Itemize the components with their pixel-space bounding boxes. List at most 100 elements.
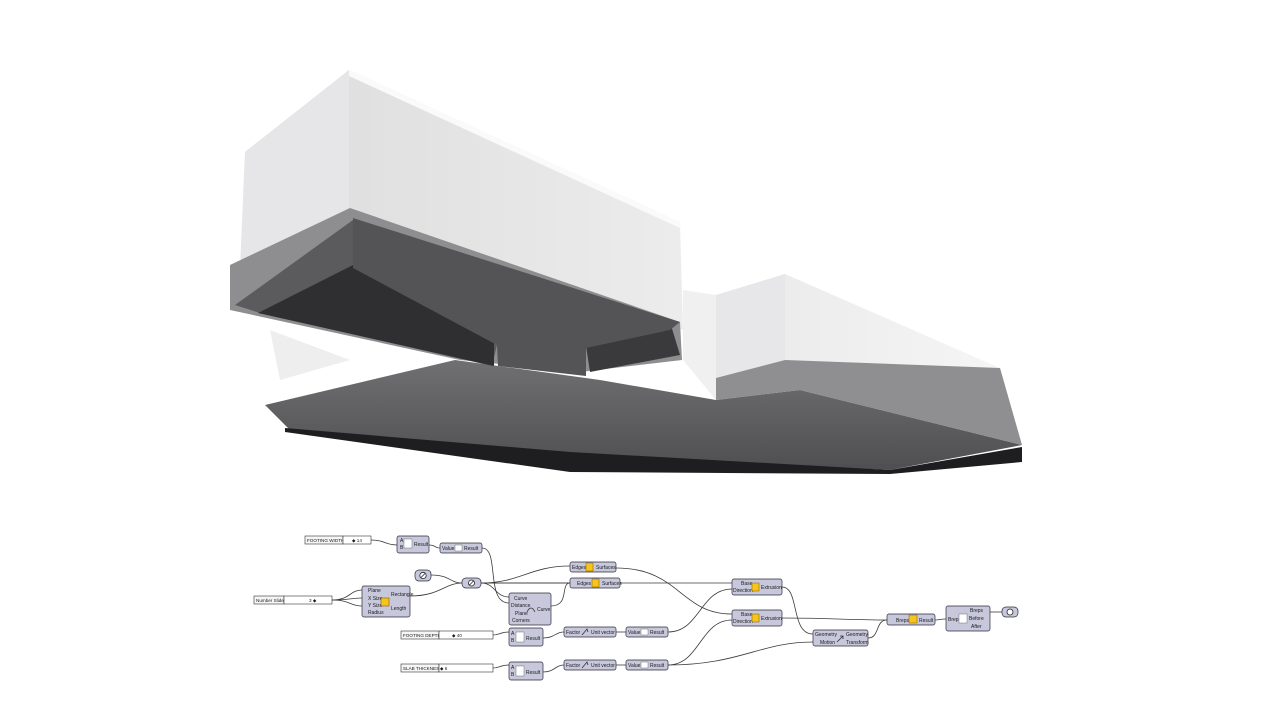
number-slider[interactable]: Number Slider 3 ◆	[253, 595, 333, 605]
svg-text:Result: Result	[464, 546, 479, 552]
divide-icon	[403, 538, 413, 549]
negative-icon	[640, 661, 649, 669]
svg-text:Distance: Distance	[511, 603, 531, 609]
svg-text:Motion: Motion	[820, 640, 835, 646]
slab-thickness-slider[interactable]: SLAB THICKNESS ◆ 6	[400, 663, 494, 673]
svg-text:Y Size: Y Size	[368, 603, 383, 609]
slider-value: ◆ 14	[352, 538, 362, 543]
footing-width-slider[interactable]: FOOTING WIDTH ◆ 14	[304, 535, 372, 545]
wires	[331, 539, 1002, 673]
svg-text:B: B	[400, 545, 404, 551]
move-component[interactable]: Geometry Motion Geometry Transform	[812, 629, 869, 647]
svg-text:Surfaces: Surfaces	[602, 581, 622, 587]
svg-text:Value: Value	[442, 546, 455, 552]
svg-text:Surfaces: Surfaces	[596, 565, 616, 571]
merge-icon	[908, 614, 918, 624]
negative-component-2[interactable]: Value Result	[625, 626, 669, 638]
svg-text:Length: Length	[391, 606, 407, 612]
footing-model	[230, 70, 1022, 474]
extrude-component-2[interactable]: Base Direction Extrusion	[731, 609, 783, 627]
render-viewport	[230, 70, 1022, 474]
negative-component-3[interactable]: Value Result	[625, 659, 669, 671]
svg-text:Edges: Edges	[577, 581, 592, 587]
slider-label: SLAB THICKNESS	[403, 666, 442, 671]
boundary-surfaces-component-2[interactable]: Edges Surfaces	[569, 577, 622, 589]
vector-icon	[581, 661, 589, 669]
slider-label: FOOTING DEPTH	[403, 633, 441, 638]
svg-text:Corners: Corners	[512, 618, 530, 624]
rectangle-component[interactable]: Plane X Size Y Size Radius Rectangle Len…	[361, 585, 414, 618]
rectangle-icon	[380, 597, 390, 607]
vector-icon	[581, 628, 589, 636]
svg-text:Radius: Radius	[368, 610, 384, 616]
svg-text:Transform: Transform	[846, 640, 869, 646]
negative-icon	[454, 544, 463, 552]
svg-text:B: B	[511, 672, 515, 678]
surface-icon	[591, 578, 600, 588]
svg-text:Direction: Direction	[733, 619, 753, 625]
merge-component[interactable]: Breps Result	[886, 613, 936, 626]
move-icon	[836, 635, 844, 643]
svg-text:Value: Value	[628, 663, 641, 669]
svg-text:Plane: Plane	[368, 588, 381, 594]
svg-text:Unit vector: Unit vector	[591, 663, 615, 669]
svg-text:A: A	[400, 538, 404, 544]
svg-text:Result: Result	[650, 663, 665, 669]
offset-curve-component[interactable]: Curve Distance Plane Corners Curve	[508, 592, 552, 626]
slider-label: Number Slider	[256, 598, 286, 603]
slider-value: ◆ 40	[452, 633, 462, 638]
svg-text:Brep: Brep	[948, 617, 959, 623]
svg-text:Before: Before	[969, 616, 984, 622]
svg-text:Base: Base	[741, 581, 753, 587]
divide-icon	[515, 665, 525, 677]
curve-icon	[420, 573, 426, 578]
amplitude-component-2[interactable]: Factor Unit vector	[563, 659, 617, 671]
negative-icon	[640, 628, 649, 636]
svg-text:Result: Result	[650, 630, 665, 636]
extrude-icon	[751, 613, 760, 623]
extrude-icon	[751, 582, 760, 592]
negative-component-1[interactable]: Value Result	[439, 542, 483, 554]
svg-text:Extrusion: Extrusion	[761, 585, 782, 591]
svg-text:Factor: Factor	[566, 663, 581, 669]
curve-relay[interactable]	[461, 577, 482, 589]
svg-text:B: B	[511, 638, 515, 644]
solid-union-icon	[958, 613, 968, 624]
boundary-surfaces-component-1[interactable]: Edges Surfaces	[569, 561, 617, 573]
divide-component-2[interactable]: A B Result	[508, 627, 544, 647]
svg-text:Result: Result	[526, 670, 541, 676]
divide-icon	[515, 631, 525, 643]
curve-parameter[interactable]	[414, 569, 432, 582]
amplitude-component-1[interactable]: Factor Unit vector	[563, 626, 617, 638]
svg-text:A: A	[511, 665, 515, 671]
footing-depth-slider[interactable]: FOOTING DEPTH ◆ 40	[400, 630, 494, 640]
divide-component-1[interactable]: A B Result	[396, 535, 430, 554]
svg-text:Base: Base	[741, 612, 753, 618]
svg-text:Breps: Breps	[896, 618, 910, 624]
svg-text:Value: Value	[628, 630, 641, 636]
svg-text:A: A	[511, 631, 515, 637]
svg-text:Factor: Factor	[566, 630, 581, 636]
svg-text:Geometry: Geometry	[815, 632, 837, 638]
extrude-component-1[interactable]: Base Direction Extrusion	[731, 578, 783, 596]
svg-text:Curve: Curve	[514, 596, 528, 602]
slider-value: ◆ 6	[440, 666, 448, 671]
svg-text:Edges: Edges	[572, 565, 587, 571]
brep-icon	[1006, 608, 1014, 616]
svg-text:Unit vector: Unit vector	[591, 630, 615, 636]
svg-text:Rectangle: Rectangle	[391, 592, 414, 598]
output-param[interactable]	[1001, 606, 1019, 618]
offset-icon	[526, 607, 536, 613]
curve-icon	[469, 580, 474, 586]
svg-text:Result: Result	[919, 618, 934, 624]
svg-text:Plane: Plane	[515, 611, 528, 617]
svg-text:X Size: X Size	[368, 596, 383, 602]
divide-component-3[interactable]: A B Result	[508, 661, 544, 681]
slider-value: 3 ◆	[309, 598, 317, 603]
svg-text:Breps: Breps	[970, 608, 984, 614]
slider-label: FOOTING WIDTH	[307, 538, 344, 543]
svg-text:Curve: Curve	[537, 607, 551, 613]
solid-union-component[interactable]: Brep Breps Before After	[945, 605, 991, 632]
surface-icon	[585, 562, 594, 572]
